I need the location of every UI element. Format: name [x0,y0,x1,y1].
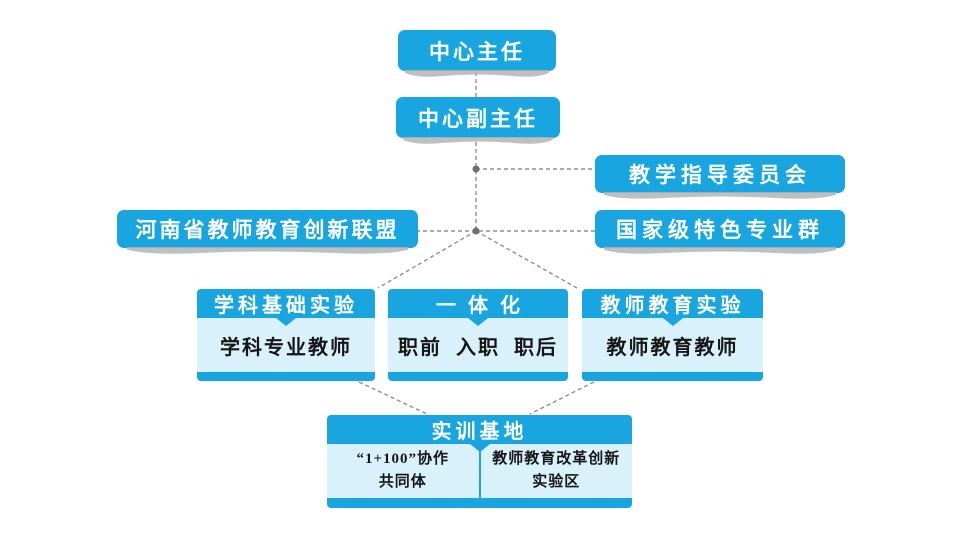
panel-bottom-bar [582,372,763,381]
node-label: 国家级特色专业群 [616,218,824,242]
curved-shadow [126,247,409,254]
panel-header-label: 一体化 [436,295,532,317]
node-featured-professional-group: 国家级特色专业群 [595,210,845,254]
panel-header: 教师教育实验 [582,289,763,318]
panel-header-label: 实训基地 [431,421,528,443]
cell-line: 实验区 [532,474,581,490]
panel-body: 教师教育教师 [582,318,763,372]
node-henan-alliance: 河南省教师教育创新联盟 [117,210,418,254]
panel-bottom-bar [388,372,568,381]
panel-bottom-bar [327,498,632,508]
cell-reform-innovation-zone: 教师教育改革创新 实验区 [478,444,633,498]
panel-training-base: 实训基地 “1+100”协作 共同体 教师教育改革创新 实验区 [327,415,632,508]
node-teaching-committee: 教学指导委员会 [595,155,845,199]
cell-1plus100-community: “1+100”协作 共同体 [327,444,479,498]
cell-line: “1+100”协作 [356,450,450,467]
junction-dot [472,227,480,235]
curved-shadow [603,247,837,254]
curved-shadow [603,192,837,199]
curved-shadow [403,137,553,144]
panel-header-label: 学科基础实验 [214,295,358,317]
panel-bottom-bar [197,372,375,381]
training-base-body: “1+100”协作 共同体 教师教育改革创新 实验区 [327,444,632,498]
panel-header: 学科基础实验 [197,289,375,318]
panel-body-label: 教师教育教师 [606,336,739,359]
cell-line: 教师教育改革创新 [492,450,621,467]
node-label: 河南省教师教育创新联盟 [135,218,400,242]
panel-teacher-education-experiment: 教师教育实验 教师教育教师 [582,289,763,381]
panel-header: 实训基地 [327,415,632,444]
panel-body: 学科专业教师 [197,318,375,372]
panel-body-label: 学科专业教师 [220,336,352,359]
node-label: 教学指导委员会 [629,163,811,187]
panel-header: 一体化 [388,289,568,318]
cell-line: 共同体 [378,474,427,490]
panel-header-label: 教师教育实验 [600,295,745,317]
node-label: 中心主任 [429,39,525,64]
panel-body: 职前 入职 职后 [388,318,568,372]
node-label: 中心副主任 [418,106,538,131]
panel-subject-basic-experiment: 学科基础实验 学科专业教师 [197,289,375,381]
panel-body-label: 职前 入职 职后 [398,336,558,359]
node-deputy-director: 中心副主任 [396,97,560,144]
junction-dot [472,165,480,173]
panel-integration: 一体化 职前 入职 职后 [388,289,568,381]
node-center-director: 中心主任 [398,30,556,77]
curved-shadow [405,70,549,77]
